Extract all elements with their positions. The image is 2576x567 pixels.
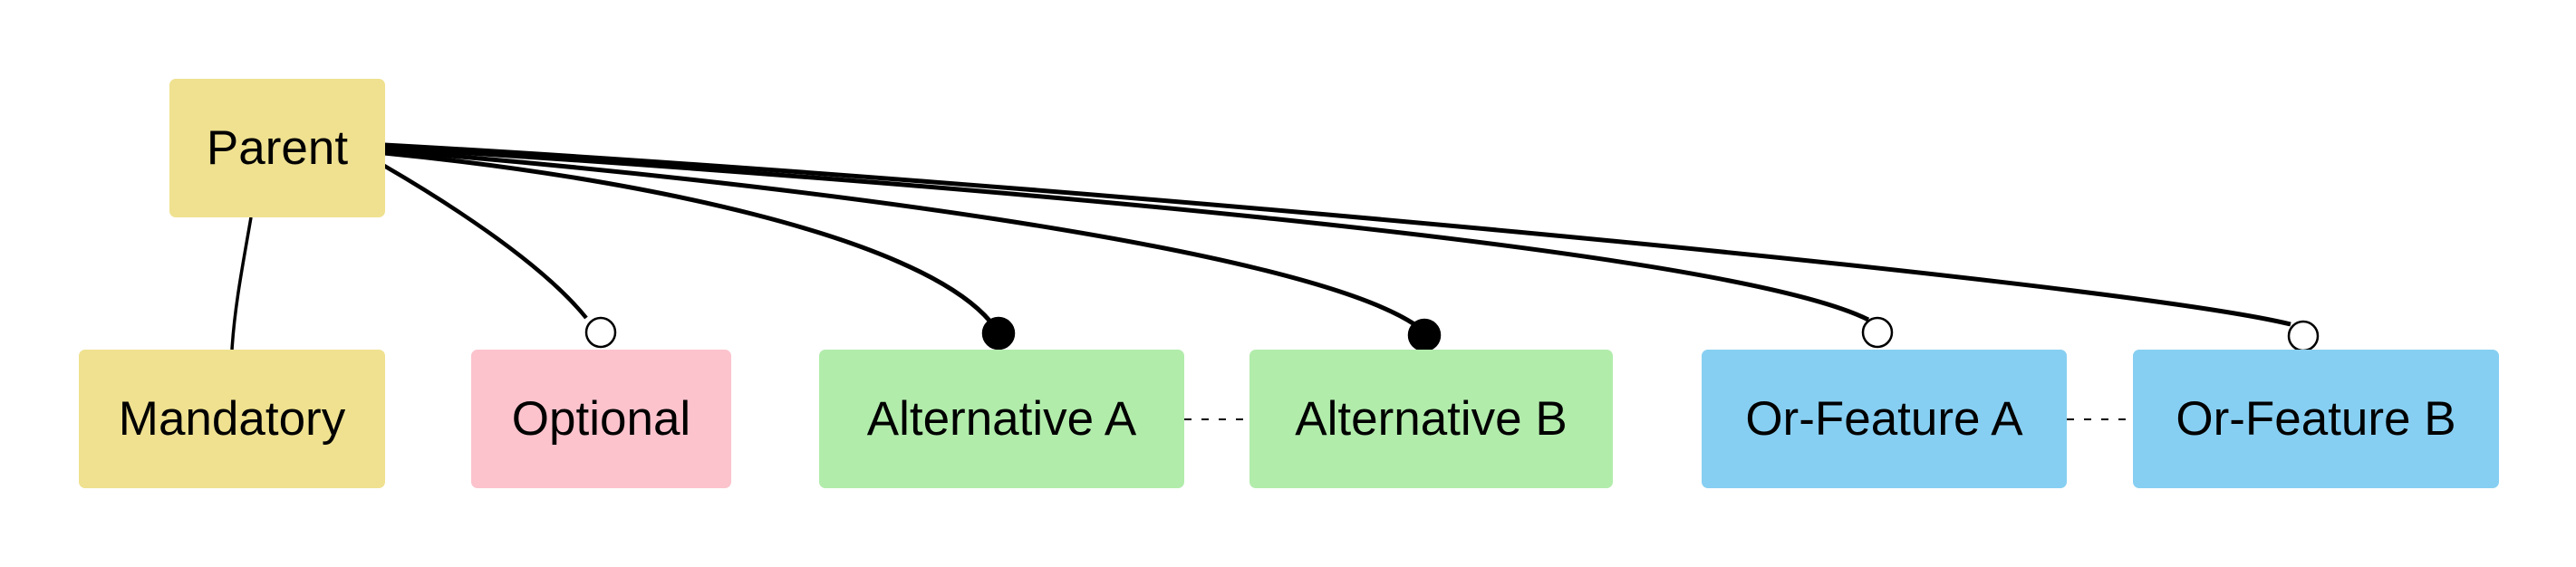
- node-alternative-b-label: Alternative B: [1295, 392, 1568, 446]
- node-or-feature-a-label: Or-Feature A: [1745, 392, 2023, 446]
- node-alternative-a: Alternative A: [819, 350, 1184, 488]
- node-or-feature-b-label: Or-Feature B: [2176, 392, 2456, 446]
- or-feature-b-empty-circle-icon: [2287, 320, 2320, 352]
- alternative-b-filled-circle-icon: [1407, 318, 1442, 352]
- edge-parent-optional: [382, 164, 588, 320]
- edge-parent-or-feature-b: [383, 142, 2291, 327]
- node-mandatory-label: Mandatory: [118, 392, 346, 446]
- edge-parent-alternative-b: [383, 148, 1416, 327]
- node-optional: Optional: [471, 350, 731, 488]
- edge-parent-mandatory: [230, 216, 253, 351]
- alternative-a-filled-circle-icon: [981, 316, 1016, 351]
- node-parent-label: Parent: [206, 121, 349, 175]
- optional-empty-circle-icon: [584, 316, 617, 349]
- node-alternative-a-label: Alternative A: [866, 392, 1137, 446]
- edge-parent-alternative-a: [383, 150, 992, 323]
- node-optional-label: Optional: [511, 392, 691, 446]
- edge-parent-or-feature-a: [383, 145, 1870, 322]
- or-feature-a-empty-circle-icon: [1861, 316, 1894, 349]
- node-parent: Parent: [169, 79, 385, 217]
- node-or-feature-b: Or-Feature B: [2133, 350, 2499, 488]
- node-mandatory: Mandatory: [79, 350, 385, 488]
- node-or-feature-a: Or-Feature A: [1702, 350, 2067, 488]
- node-alternative-b: Alternative B: [1249, 350, 1613, 488]
